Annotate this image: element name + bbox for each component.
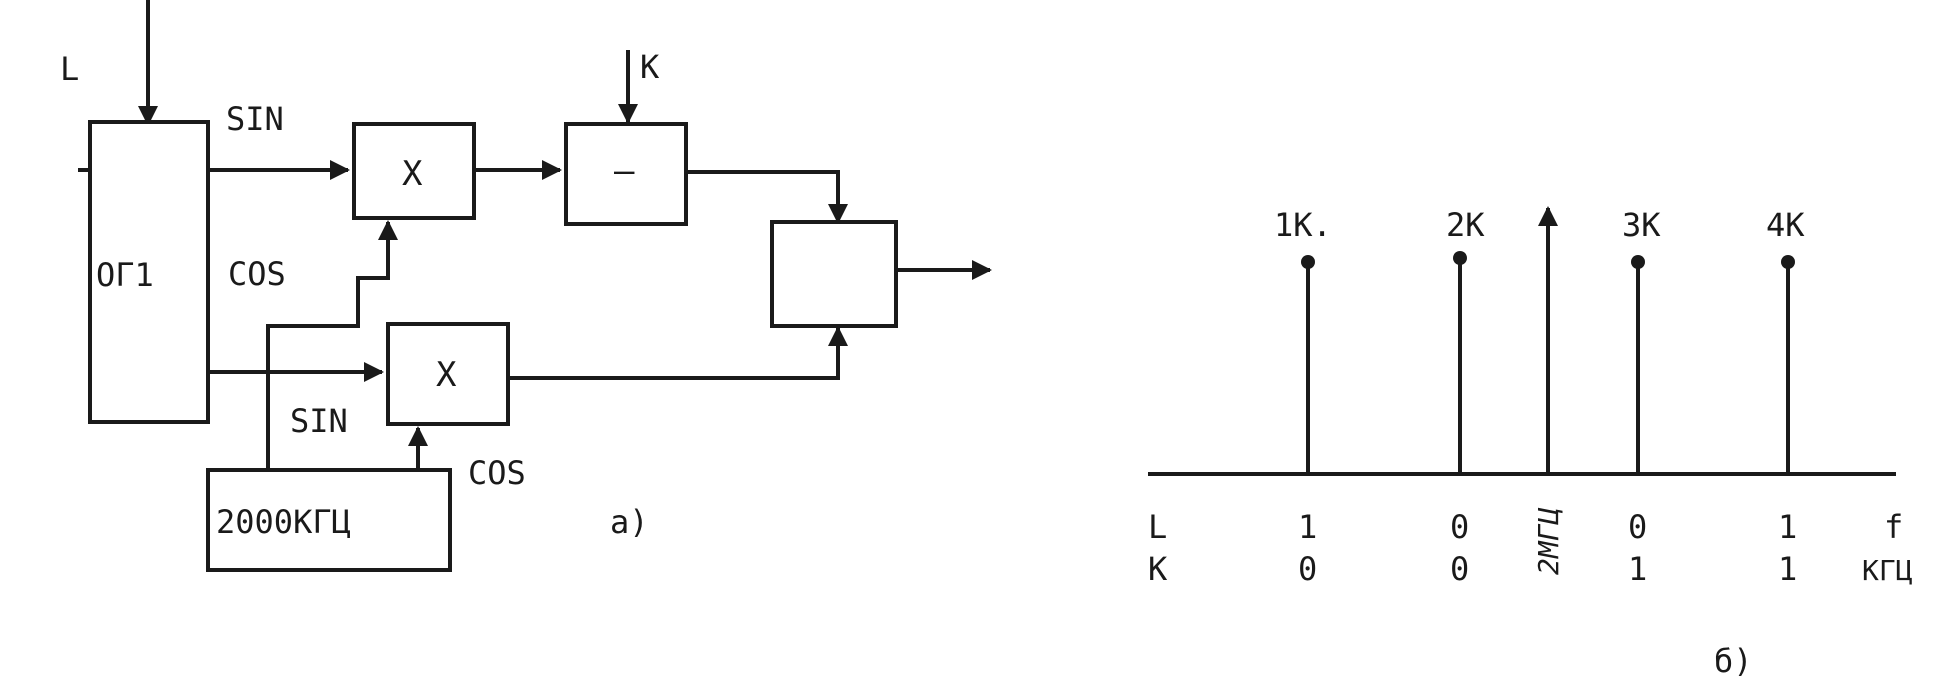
carrier-label: 2МГЦ <box>1532 507 1565 575</box>
subtractor-block <box>564 122 688 226</box>
multiplier-to-adder-arrow <box>508 326 848 380</box>
spectral-line-2k-label: 2К <box>1446 206 1485 244</box>
axis-unit-label: КГЦ <box>1862 554 1913 587</box>
k-input-label: K <box>640 48 660 86</box>
spectral-line-3k-label: 3К <box>1622 206 1661 244</box>
multiplier-bottom-block <box>386 322 510 426</box>
line-3k-l-value: 0 <box>1628 508 1647 546</box>
caption-a: а) <box>610 503 649 541</box>
axis-f-label: f <box>1884 508 1903 546</box>
subtractor-label: – <box>614 151 635 191</box>
multiplier-top-label: X <box>402 154 423 194</box>
cos-left-label: COS <box>228 255 286 293</box>
l-input-label: L <box>60 50 79 88</box>
line-2k-k-value: 0 <box>1450 550 1469 588</box>
spectral-line-1k-label: 1К. <box>1274 206 1332 244</box>
caption-b: б) <box>1714 642 1753 680</box>
multiplier-top-block <box>352 122 476 220</box>
row-l-label: L <box>1148 508 1167 546</box>
spectrum-diagram: 2МГЦ 1К. 2К 3К 4К L K 1 0 0 1 0 0 1 1 f … <box>1148 206 1913 680</box>
line-2k-l-value: 0 <box>1450 508 1469 546</box>
generator-block <box>206 468 452 572</box>
line-4k-l-value: 1 <box>1778 508 1797 546</box>
spectral-line-2k-tip <box>1453 251 1467 265</box>
block-diagram: L ОГ1 SIN COS X K – X <box>60 0 992 572</box>
adder-block <box>770 220 898 328</box>
spectral-line-4k-label: 4К <box>1766 206 1805 244</box>
sin-top-label: SIN <box>226 100 284 138</box>
line-1k-k-value: 0 <box>1298 550 1317 588</box>
line-4k-k-value: 1 <box>1778 550 1797 588</box>
spectral-line-1k-tip <box>1301 255 1315 269</box>
line-3k-k-value: 1 <box>1628 550 1647 588</box>
sin-bottom-label: SIN <box>290 402 348 440</box>
row-k-label: K <box>1148 550 1168 588</box>
generator-sin-to-multiplier-arrow <box>266 220 398 470</box>
oscillator-og1-block <box>88 120 210 424</box>
generator-label: 2000КГЦ <box>216 503 351 541</box>
multiplier-bottom-label: X <box>436 355 457 395</box>
subtractor-to-adder-arrow <box>686 170 848 224</box>
spectral-line-3k-tip <box>1631 255 1645 269</box>
line-1k-l-value: 1 <box>1298 508 1317 546</box>
oscillator-label: ОГ1 <box>96 256 154 294</box>
spectral-line-4k-tip <box>1781 255 1795 269</box>
cos-bottom-label: COS <box>468 454 526 492</box>
